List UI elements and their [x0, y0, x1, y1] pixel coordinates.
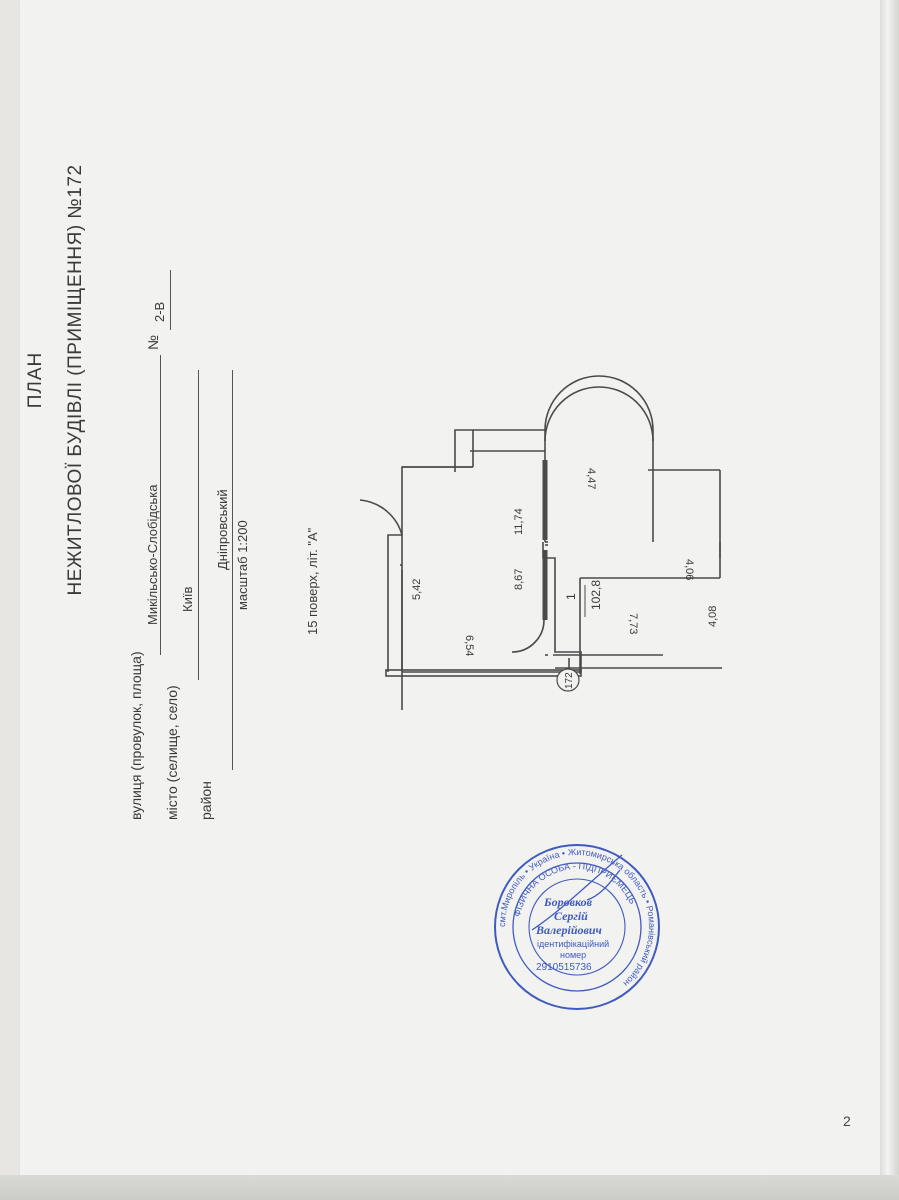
- stamp-name-patronymic: Валерійович: [535, 923, 602, 937]
- stamp-id-number: 2910515736: [536, 962, 592, 973]
- dim-bottom-left: 7,73: [627, 613, 639, 634]
- dim-bottom-mid: 4,06: [683, 559, 695, 580]
- room-outline: [402, 469, 721, 674]
- dim-top-wall: 5,42: [411, 579, 423, 600]
- wall-top: [387, 466, 473, 672]
- arc-inner: [544, 386, 654, 442]
- page-edge: [880, 0, 899, 1200]
- room-number: 1: [564, 593, 578, 600]
- stamp-graphic: смт.Миропіль • Україна • Житомирська обл…: [494, 844, 660, 1010]
- dim-arc: 4,47: [585, 468, 597, 489]
- room-area: 102,8: [589, 580, 603, 610]
- document-sheet: [20, 0, 882, 1175]
- unit-marker: [556, 668, 580, 692]
- wall-bottom-left: [385, 669, 582, 677]
- stamp-id-label: ідентифікаційний: [537, 939, 609, 949]
- stamp-id-label-2: номер: [560, 950, 586, 960]
- arc-outer: [544, 375, 654, 431]
- door-arc-upper: [359, 499, 403, 536]
- official-stamp: смт.Миропіль • Україна • Житомирська обл…: [492, 840, 662, 1015]
- door-arc-lower: [511, 619, 545, 653]
- wall-bottom: [542, 542, 582, 672]
- stamp-name-first: Сергій: [554, 909, 588, 923]
- page-bottom-edge: [0, 1175, 899, 1200]
- dim-bottom-right: 4,08: [707, 606, 719, 627]
- dim-center-right: 11,74: [513, 508, 525, 535]
- page-number: 2: [843, 1113, 851, 1129]
- unit-marker-label: 172: [564, 672, 575, 689]
- dim-left-lower: 6,54: [463, 635, 475, 656]
- wall-corner: [454, 429, 474, 472]
- signature: [531, 854, 623, 931]
- dim-center: 8,67: [513, 569, 525, 590]
